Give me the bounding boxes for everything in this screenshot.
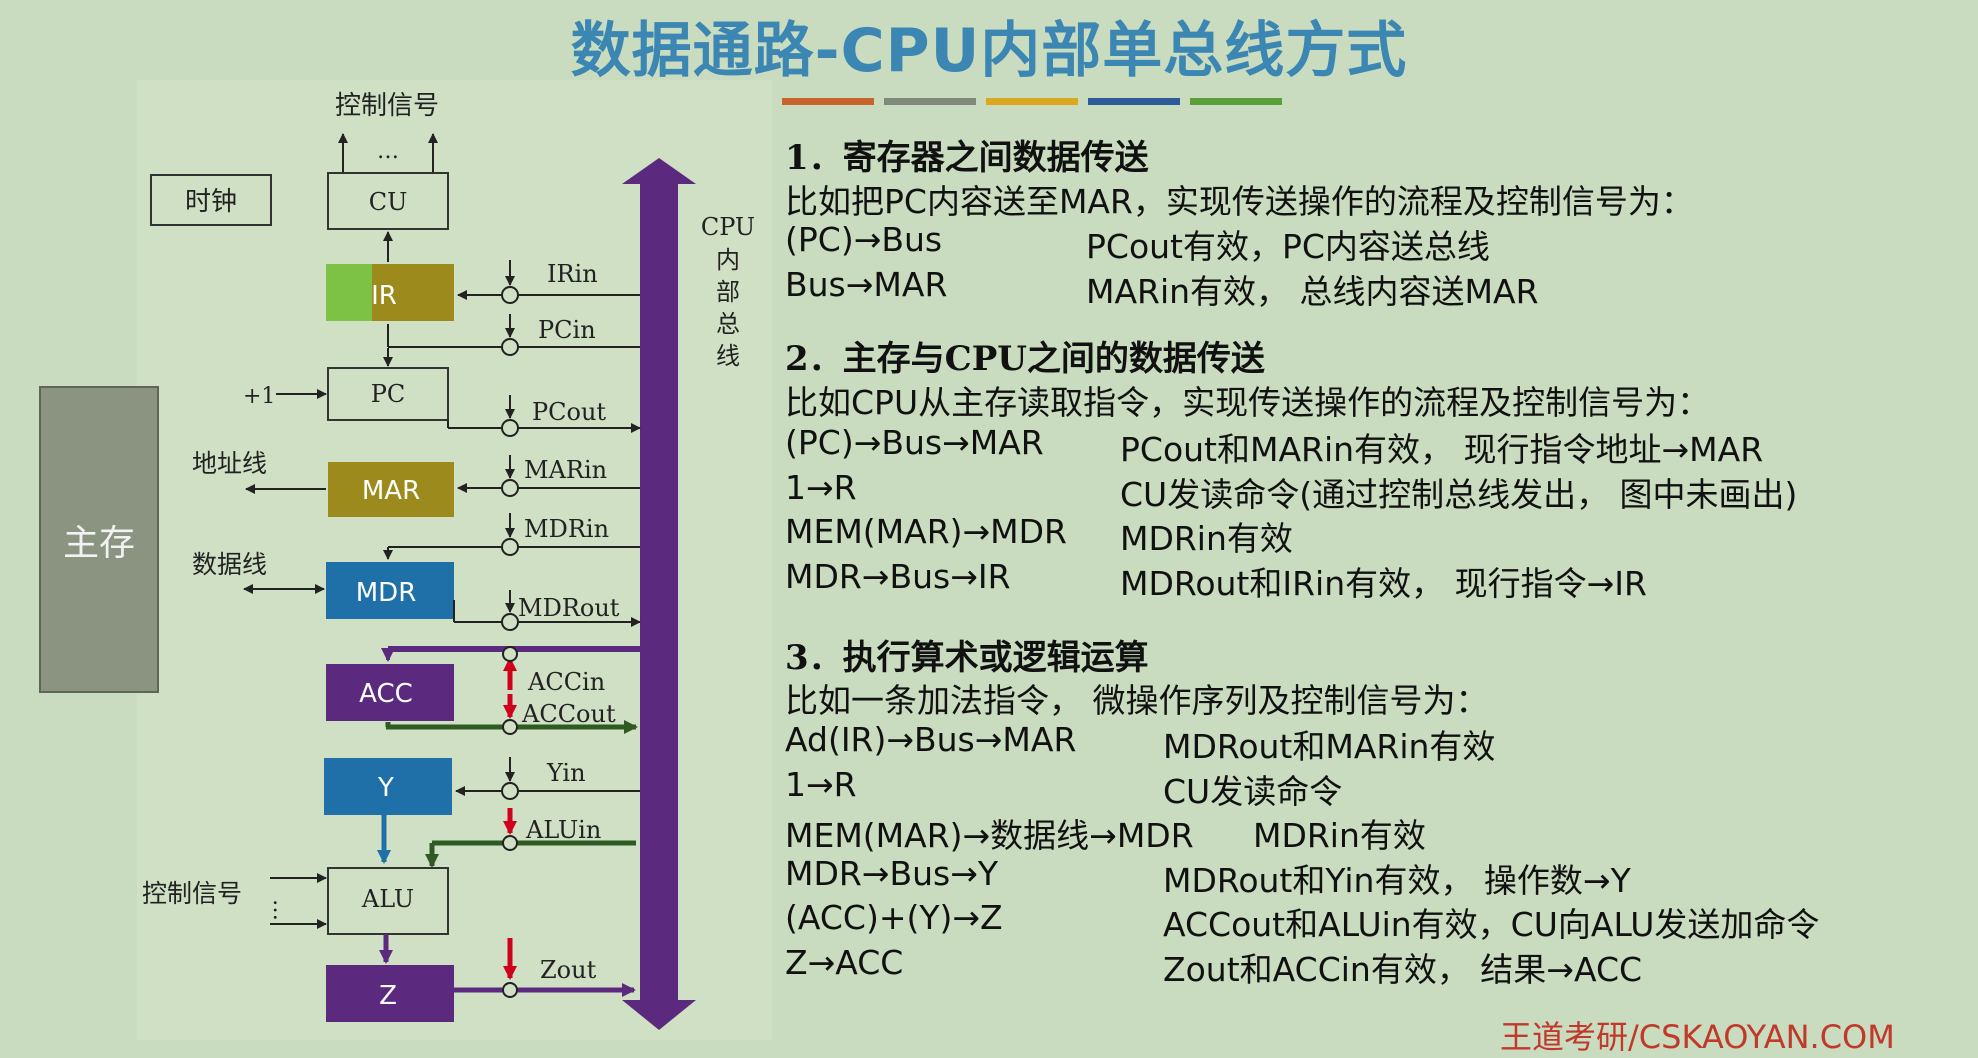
data-line-label: 数据线 [192,550,267,579]
section-3-row-2-op: 1→R [785,765,857,804]
section-3-row-6-desc: Zout和ACCin有效， 结果→ACC [1163,950,1643,989]
yin-gate [501,782,519,800]
section-2-row-1-desc: PCout和MARin有效， 现行指令地址→MAR [1120,430,1764,469]
accin-gate [502,646,518,662]
section-2-row-4-op: MDR→Bus→IR [785,557,1011,596]
bus-label-cpu: CPU [701,213,755,241]
zout-label: Zout [540,956,597,984]
y-label: Y [377,773,394,803]
section-3-row-1-op: Ad(IR)→Bus→MAR [785,720,1077,759]
irin-label: IRin [547,260,598,288]
ir-label: IR [371,281,397,311]
cu-box [327,172,449,230]
irin-gate [501,286,519,304]
section-3-row-4-desc: MDRout和Yin有效， 操作数→Y [1163,861,1631,900]
bus-label-char-2: 部 [716,278,740,306]
marin-label: MARin [524,456,607,484]
bus-label-char-4: 线 [716,342,740,370]
bus-label-char-3: 总 [716,310,740,338]
section-1-heading: 1．寄存器之间数据传送 [785,138,1149,178]
control-dots: … [377,139,399,164]
section-3-intro: 比如一条加法指令， 微操作序列及控制信号为： [785,681,1489,720]
control-signal-left-label: 控制信号 [142,879,242,908]
bus-label: CPU 内 部 总 线 [701,213,755,370]
section-3-row-5-desc: ACCout和ALUin有效，CU向ALU发送加命令 [1163,905,1820,944]
section-2-intro: 比如CPU从主存读取指令，实现传送操作的流程及控制信号为： [785,383,1711,422]
section-2-row-3-op: MEM(MAR)→MDR [785,512,1067,551]
aluin-label: ALUin [525,816,601,844]
clock-label: 时钟 [185,187,237,217]
section-1-row-1-op: (PC)→Bus [785,220,943,259]
alu-control-dots: … [268,899,293,921]
section-3-heading: 3．执行算术或逻辑运算 [785,638,1149,678]
section-2-row-3-desc: MDRin有效 [1120,519,1293,558]
y-box [324,758,452,815]
section-1-intro: 比如把PC内容送至MAR，实现传送操作的流程及控制信号为： [785,182,1694,221]
section-3-row-5-op: (ACC)+(Y)→Z [785,898,1003,937]
section-3-row-1-desc: MDRout和MARin有效 [1163,727,1496,766]
section-3-row-6-op: Z→ACC [785,943,904,982]
section-3-row-2-desc: CU发读命令 [1163,772,1343,811]
z-box [326,965,454,1022]
section-2-row-1-op: (PC)→Bus→MAR [785,423,1044,462]
bus-label-char-1: 内 [716,246,740,274]
acc-label: ACC [359,679,413,709]
mdrout-label: MDRout [518,594,620,622]
main-memory-box: 主存 [39,386,159,693]
main-memory-label: 主存 [62,522,135,564]
mdr-label: MDR [356,578,417,608]
mar-box [328,462,454,517]
pc-label: PC [371,380,406,408]
section-2-row-2-desc: CU发读命令(通过控制总线发出， 图中未画出) [1120,475,1798,514]
plus-one-label: +1 [243,384,275,409]
clock-box [150,174,272,226]
accout-label: ACCout [521,700,616,728]
color-stripe-1 [782,98,874,105]
mdr-box [326,562,454,619]
mdrin-gate [501,538,519,556]
pc-box [327,367,449,421]
color-stripe-3 [986,98,1078,105]
mdrin-label: MDRin [524,515,609,543]
pcin-gate [501,338,519,356]
acc-box [326,664,454,721]
yin-label: Yin [546,759,586,787]
section-1-row-1-desc: PCout有效，PC内容送总线 [1086,227,1490,266]
aluin-gate [502,835,518,851]
accin-label: ACCin [527,668,605,696]
section-2-heading: 2．主存与CPU之间的数据传送 [785,339,1265,379]
section-2-row-2-op: 1→R [785,468,857,507]
alu-label: ALU [361,885,414,913]
ir-box-left-segment [326,264,372,321]
address-line-label: 地址线 [192,449,267,478]
pcout-gate [501,419,519,437]
zout-gate [502,982,518,998]
pcout-label: PCout [532,398,606,426]
control-signal-top-label: 控制信号 [335,91,439,121]
accout-gate [502,719,518,735]
section-2-row-4-desc: MDRout和IRin有效， 现行指令→IR [1120,564,1647,603]
section-3-row-3-desc: MDRin有效 [1253,816,1426,855]
section-1-row-2-desc: MARin有效， 总线内容送MAR [1086,272,1539,311]
section-3-row-4-op: MDR→Bus→Y [785,854,999,893]
color-stripe-5 [1190,98,1282,105]
cpu-internal-bus [622,158,696,1030]
footer-watermark: 王道考研/CSKAOYAN.COM [1500,1018,1895,1056]
cu-label: CU [369,188,408,216]
section-1-row-2-op: Bus→MAR [785,265,948,304]
page-title: 数据通路-CPU内部单总线方式 [570,16,1408,86]
section-3-row-3-op: MEM(MAR)→数据线→MDR [785,816,1194,855]
pcin-label: PCin [538,316,596,344]
z-label: Z [379,981,397,1011]
color-stripe-4 [1088,98,1180,105]
color-stripe-2 [884,98,976,105]
mar-label: MAR [362,476,420,506]
marin-gate [501,479,519,497]
mdrout-gate [501,613,519,631]
